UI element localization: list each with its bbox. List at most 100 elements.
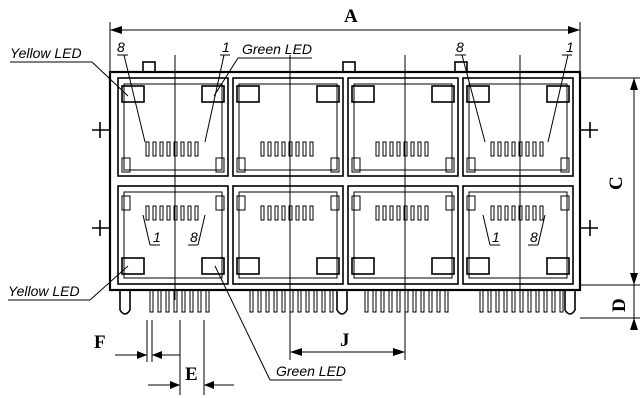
contact-pin	[504, 141, 509, 157]
contact-pin	[424, 141, 429, 157]
solder-pin	[511, 289, 516, 313]
port-opening	[238, 191, 338, 279]
latch-left	[466, 157, 476, 173]
pin-label-top-left-8: 8	[117, 39, 125, 55]
pin-number-labels: 8 1 8 1 1 8 1 8	[117, 39, 574, 246]
contact-pin	[532, 141, 537, 157]
contact-pin	[497, 205, 502, 221]
port-frame	[347, 77, 459, 177]
latch-right	[330, 157, 340, 173]
solder-pin	[157, 289, 162, 313]
contact-pin	[417, 205, 422, 221]
port-module	[462, 77, 574, 177]
solder-pin	[428, 289, 433, 313]
contact-pin	[281, 205, 286, 221]
led-window-left	[121, 85, 145, 103]
dimension-e: E	[148, 320, 234, 395]
latch-left	[236, 157, 246, 173]
solder-pin	[479, 289, 484, 313]
port-opening	[238, 83, 338, 171]
led-callouts: Yellow LED Green LED Yellow LED Green LE…	[8, 41, 346, 381]
solder-pin	[281, 289, 286, 313]
contact-pin	[267, 205, 272, 221]
contact-pin	[274, 141, 279, 157]
dimension-d: D	[580, 285, 640, 330]
top-tab	[454, 61, 468, 73]
contact-pin	[309, 205, 314, 221]
solder-pin	[165, 289, 170, 313]
pin-label-top-right-8: 8	[456, 39, 464, 55]
contact-pin	[295, 205, 300, 221]
solder-pin	[495, 289, 500, 313]
solder-pin	[297, 289, 302, 313]
pin-label-bottom-left-1: 1	[153, 229, 161, 245]
contact-pin	[504, 205, 509, 221]
port-module	[232, 77, 344, 177]
contact-pin	[525, 205, 530, 221]
port-module	[117, 77, 229, 177]
dimension-c: C	[580, 77, 640, 286]
solder-pin	[388, 289, 393, 313]
solder-pin	[436, 289, 441, 313]
contact-pin	[490, 205, 495, 221]
led-window-left	[236, 85, 260, 103]
contact-pin	[490, 141, 495, 157]
latch-right	[445, 157, 455, 173]
port-module	[117, 185, 229, 285]
contact-pin	[497, 141, 502, 157]
led-window-left	[466, 257, 490, 275]
solder-pin	[321, 289, 326, 313]
contact-pin	[295, 141, 300, 157]
led-window-right	[201, 85, 225, 103]
yellow-led-bottom-label: Yellow LED	[8, 283, 80, 299]
led-window-right	[316, 257, 340, 275]
contact-pin	[267, 141, 272, 157]
led-window-right	[201, 257, 225, 275]
solder-pin	[257, 289, 262, 313]
port-frame	[347, 185, 459, 285]
contact-pin	[145, 141, 150, 157]
solder-pin	[265, 289, 270, 313]
solder-pin	[249, 289, 254, 313]
contact-pin	[159, 141, 164, 157]
dimension-a: A	[109, 6, 581, 72]
top-tab	[142, 61, 156, 73]
mounting-post	[336, 290, 348, 315]
port-module	[347, 185, 459, 285]
led-window-right	[546, 257, 570, 275]
port-frame	[462, 185, 574, 285]
latch-right	[215, 157, 225, 173]
solder-pin	[503, 289, 508, 313]
port-module	[232, 185, 344, 285]
contact-pin	[539, 141, 544, 157]
contact-pin	[511, 205, 516, 221]
contact-pin	[511, 141, 516, 157]
contact-pin	[302, 141, 307, 157]
port-opening	[123, 191, 223, 279]
contact-pin	[187, 141, 192, 157]
port-opening	[353, 191, 453, 279]
solder-pin	[197, 289, 202, 313]
contact-pin	[410, 205, 415, 221]
led-window-right	[431, 85, 455, 103]
port-frame	[117, 185, 229, 285]
led-window-left	[236, 257, 260, 275]
contact-pin	[274, 205, 279, 221]
dim-f-label: F	[94, 332, 106, 353]
solder-pin	[412, 289, 417, 313]
dim-c-label: C	[606, 176, 627, 190]
port-frame	[462, 77, 574, 177]
contact-pin	[302, 205, 307, 221]
solder-pin	[543, 289, 548, 313]
solder-pin	[527, 289, 532, 313]
port-frame	[232, 185, 344, 285]
dim-d-label: D	[609, 298, 630, 312]
contact-pin	[309, 141, 314, 157]
contact-pin	[260, 141, 265, 157]
port-opening	[353, 83, 453, 171]
contact-pin	[532, 205, 537, 221]
dimension-f: F	[94, 320, 180, 362]
port-module	[462, 185, 574, 285]
solder-pin	[444, 289, 449, 313]
